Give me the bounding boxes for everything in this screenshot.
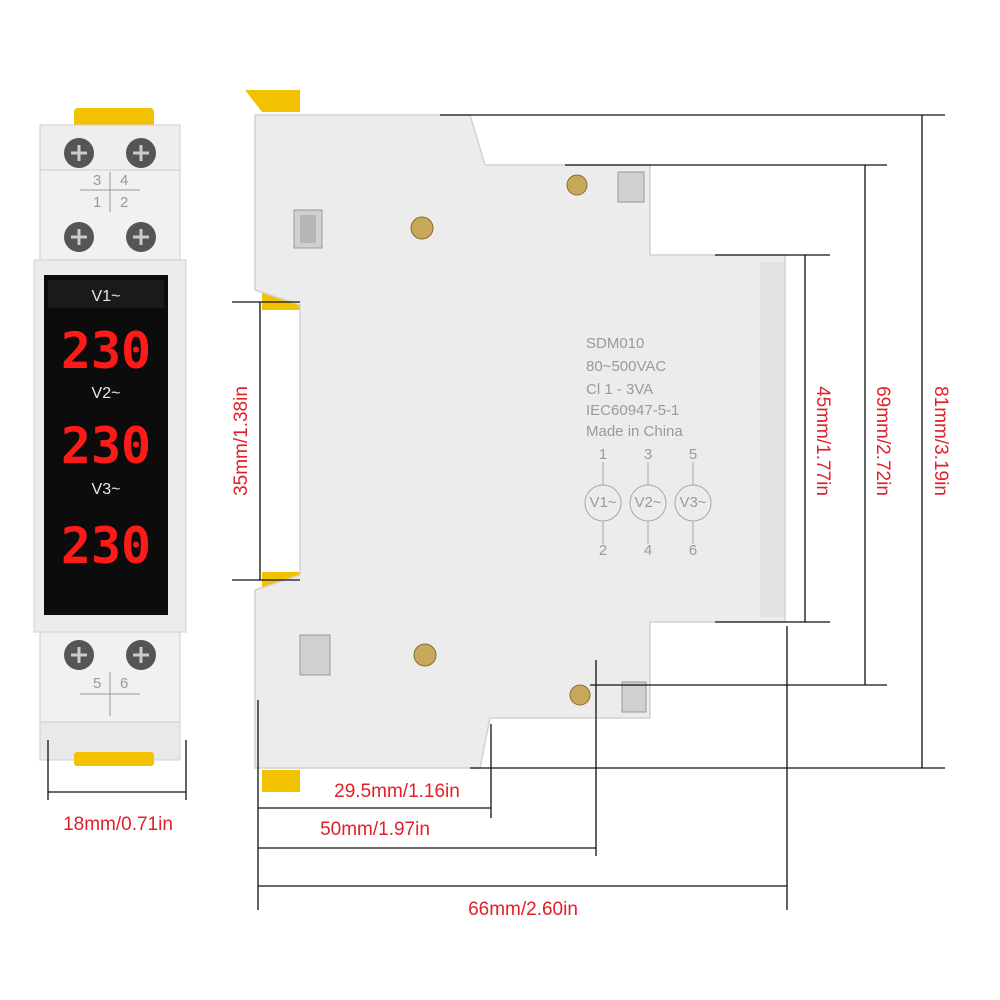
schematic-terminal-4: 4 xyxy=(644,542,652,559)
slot-icon xyxy=(621,681,647,713)
channel-label-v2: V2~ xyxy=(92,385,121,402)
product-standard: IEC60947-5-1 xyxy=(586,402,679,419)
slot-icon xyxy=(617,171,645,203)
rivet-icon xyxy=(566,174,588,196)
screw-icon xyxy=(64,138,94,168)
front-view: 3 4 1 2 V1~ 230 V2~ 230 V3~ 230 5 6 xyxy=(33,108,187,766)
dim-depth-1: 29.5mm/1.16in xyxy=(334,781,460,802)
channel-label-v3: V3~ xyxy=(92,481,121,498)
screw-icon xyxy=(64,640,94,670)
dim-depth-3: 66mm/2.60in xyxy=(468,899,578,920)
channel-label-v1: V1~ xyxy=(92,288,121,305)
display-panel xyxy=(44,275,168,615)
dim-total-height: 81mm/3.19in xyxy=(930,386,951,496)
terminal-label-5: 5 xyxy=(93,675,101,692)
schematic-meter-v2: V2~ xyxy=(634,494,661,511)
side-housing xyxy=(254,114,786,769)
rivet-icon xyxy=(410,216,434,240)
slot-icon xyxy=(299,634,331,676)
terminal-label-3: 3 xyxy=(93,172,101,189)
rivet-icon xyxy=(569,684,591,706)
screw-icon xyxy=(126,640,156,670)
side-view: SDM010 80~500VAC Cl 1 - 3VA IEC60947-5-1… xyxy=(245,90,786,792)
reading-v2: 230 xyxy=(61,417,151,475)
schematic-meter-v1: V1~ xyxy=(589,494,616,511)
wiring-schematic xyxy=(584,462,712,544)
reading-v3: 230 xyxy=(61,517,151,575)
product-origin: Made in China xyxy=(586,423,683,440)
screw-icon xyxy=(126,138,156,168)
terminal-label-6: 6 xyxy=(120,675,128,692)
screw-icon xyxy=(126,222,156,252)
product-voltage: 80~500VAC xyxy=(586,358,666,375)
schematic-terminal-2: 2 xyxy=(599,542,607,559)
dim-width-front: 18mm/0.71in xyxy=(63,814,173,835)
terminal-label-4: 4 xyxy=(120,172,128,189)
schematic-terminal-5: 5 xyxy=(689,446,697,463)
schematic-terminal-1: 1 xyxy=(599,446,607,463)
terminal-block-top xyxy=(39,124,181,171)
dim-face-height: 45mm/1.77in xyxy=(812,386,833,496)
schematic-terminal-3: 3 xyxy=(644,446,652,463)
rivet-icon xyxy=(413,643,437,667)
dim-depth-2: 50mm/1.97in xyxy=(320,819,430,840)
side-clip-top xyxy=(245,90,300,112)
screw-icon xyxy=(64,222,94,252)
reading-v1: 230 xyxy=(61,322,151,380)
terminal-label-2: 2 xyxy=(120,194,128,211)
product-class: Cl 1 - 3VA xyxy=(586,381,653,398)
din-clip-bottom xyxy=(74,752,154,766)
product-model: SDM010 xyxy=(586,335,644,352)
dim-mid-height: 69mm/2.72in xyxy=(872,386,893,496)
dim-din-rail: 35mm/1.38in xyxy=(231,386,252,496)
terminal-label-1: 1 xyxy=(93,194,101,211)
dimension-lines xyxy=(47,114,945,910)
schematic-terminal-6: 6 xyxy=(689,542,697,559)
schematic-meter-v3: V3~ xyxy=(679,494,706,511)
